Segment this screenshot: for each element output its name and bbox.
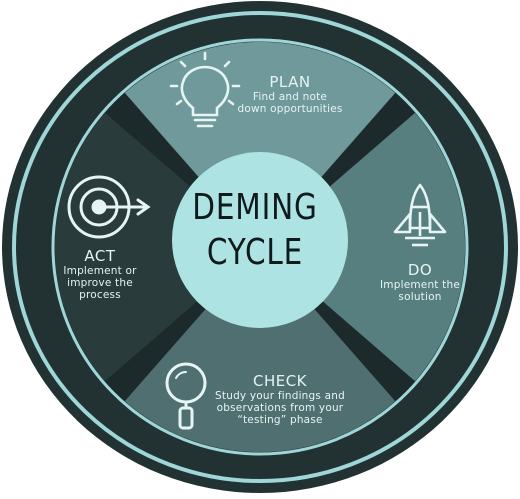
plan-desc-line2: down opportunities — [237, 103, 343, 116]
inner-thin-ring — [51, 38, 469, 456]
center-title-line1: DEMING — [192, 187, 318, 228]
segment-act — [54, 102, 260, 392]
plan-text: PLAN Find and note down opportunities — [228, 73, 352, 116]
check-text: CHECK Study your findings and observatio… — [206, 372, 354, 427]
segment-do — [260, 102, 466, 392]
magnifier-icon — [165, 362, 207, 430]
check-desc-line3: “testing” phase — [237, 414, 323, 427]
target-icon — [67, 175, 151, 239]
do-text: DO Implement the solution — [370, 261, 470, 304]
do-title: DO — [407, 261, 433, 279]
act-title: ACT — [84, 247, 116, 265]
do-desc-line2: solution — [398, 291, 442, 304]
act-text: ACT Implement or improve the process — [50, 247, 150, 302]
check-title: CHECK — [252, 372, 308, 390]
segment-plan — [115, 41, 405, 248]
act-desc-line1: Implement or — [63, 265, 137, 278]
plan-title: PLAN — [269, 73, 311, 91]
outer-thin-ring — [12, 11, 508, 483]
act-desc-line2: improve the — [67, 277, 133, 290]
center-title: DEMING CYCLE — [189, 185, 320, 275]
do-desc-line1: Implement the — [380, 279, 460, 292]
center-circle — [172, 152, 348, 328]
lightbulb-icon — [169, 51, 241, 128]
center-title-line2: CYCLE — [206, 232, 304, 273]
check-desc-line2: observations from your — [216, 402, 344, 415]
plan-desc-line1: Find and note — [252, 91, 328, 104]
act-desc-line3: process — [79, 289, 121, 302]
rocket-icon — [393, 183, 447, 247]
check-desc-line1: Study your findings and — [215, 390, 345, 403]
